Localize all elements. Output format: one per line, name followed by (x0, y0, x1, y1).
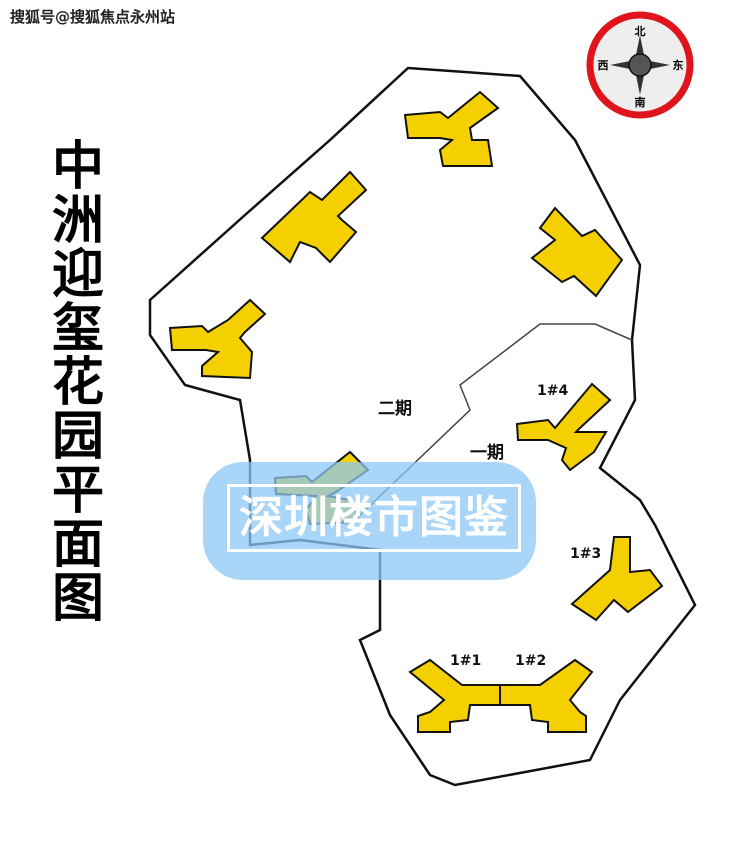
compass-north: 北 (635, 24, 646, 38)
compass-west: 西 (598, 59, 609, 72)
source-watermark: 搜狐号@搜狐焦点永州站 (10, 8, 176, 26)
building-right-top (530, 206, 624, 298)
building-top (403, 90, 500, 167)
compass: 北 南 东 西 (586, 11, 694, 119)
building-left (168, 298, 267, 380)
building-1-2 (499, 658, 594, 733)
building-1-1-label: 1#1 (450, 653, 482, 669)
phase-divider-line (354, 323, 633, 521)
building-1-4 (515, 382, 612, 472)
plan-title: 中洲迎玺花园平面图 (51, 137, 104, 629)
compass-east: 东 (673, 58, 684, 72)
phase-2-label: 二期 (378, 399, 412, 419)
building-top-left (260, 170, 368, 264)
building-1-2-label: 1#2 (515, 653, 547, 669)
building-1-3 (570, 536, 664, 622)
overlay-watermark: 深圳楼市图鉴 (227, 484, 521, 552)
overlay-band (203, 462, 536, 580)
building-1-3-label: 1#3 (570, 546, 602, 562)
compass-south: 南 (635, 95, 646, 109)
building-1-1 (408, 658, 501, 733)
phase-1-label: 一期 (470, 443, 504, 463)
building-1-4-label: 1#4 (537, 383, 569, 399)
